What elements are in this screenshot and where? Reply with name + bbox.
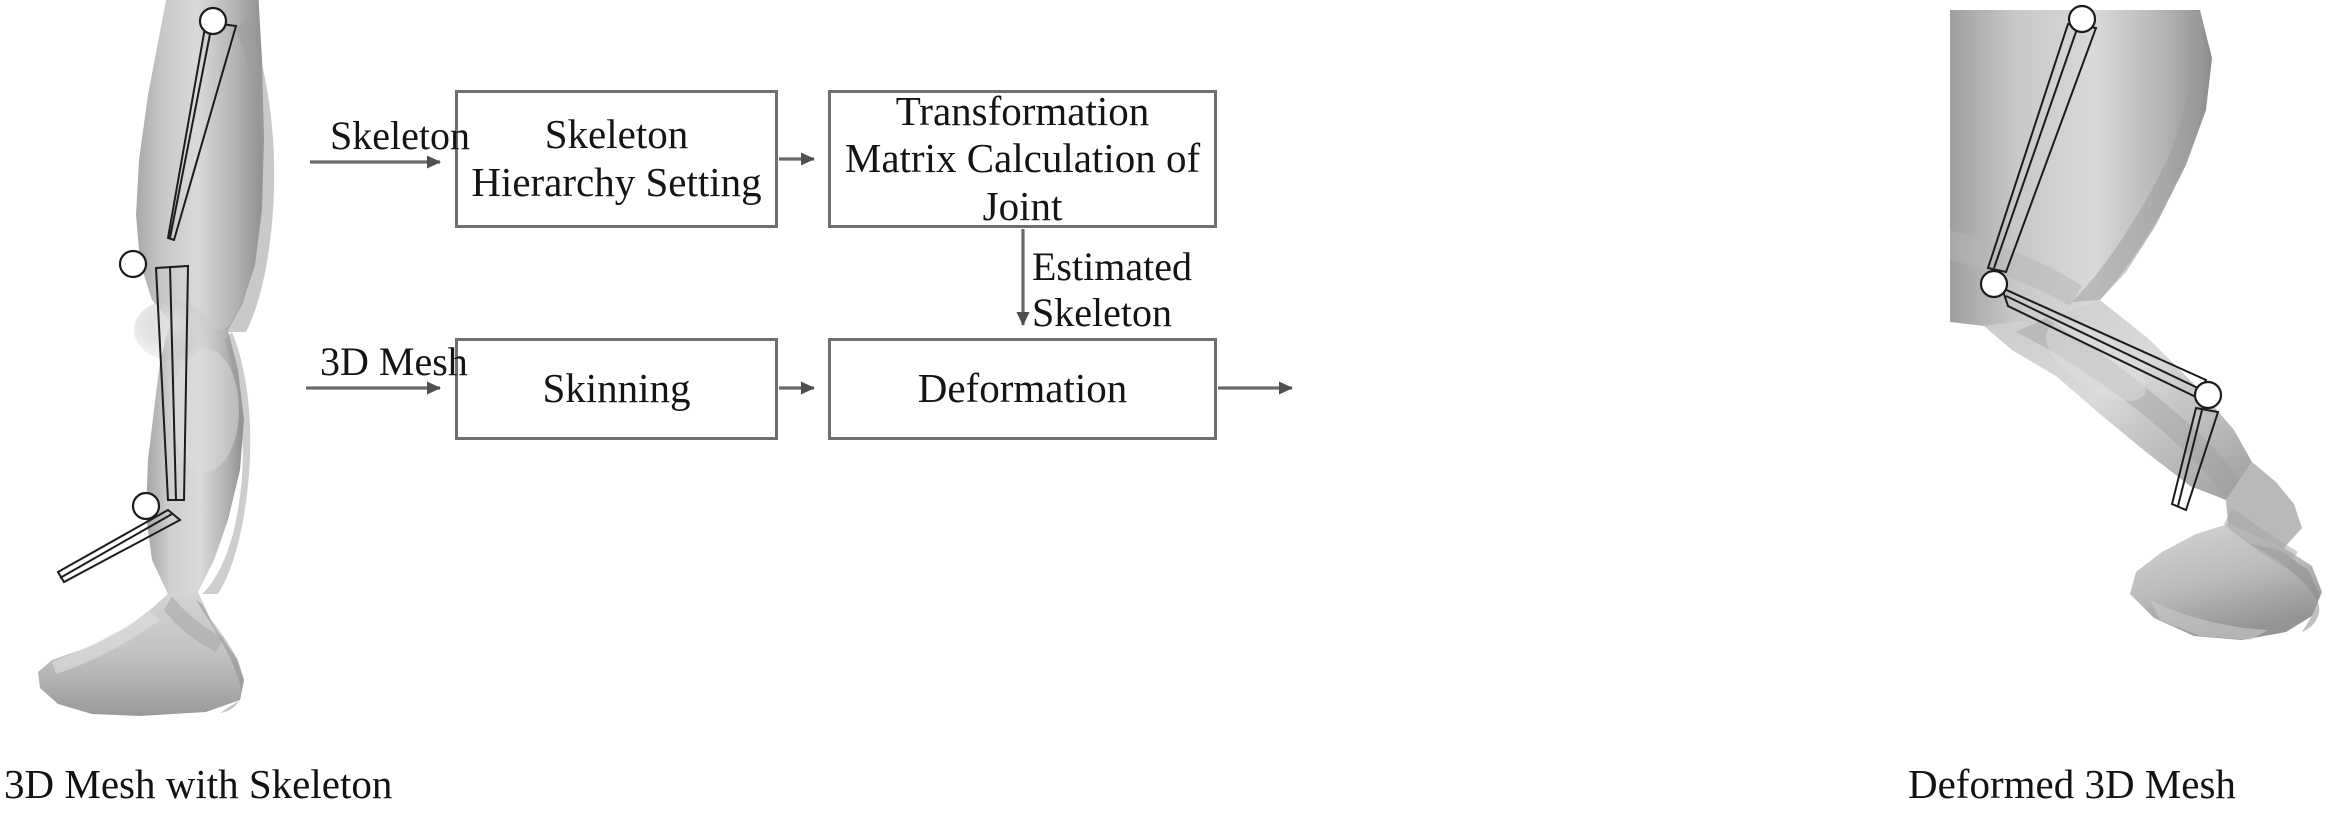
ankle-joint <box>2193 380 2223 410</box>
tibia-axis <box>169 265 177 501</box>
edge-label-estimated-skeleton: Estimated Skeleton <box>1032 244 1192 336</box>
heel-band <box>2224 508 2298 568</box>
heel-shading <box>196 600 244 713</box>
box-deformation[interactable]: Deformation <box>828 338 1217 440</box>
femur-axis <box>169 23 213 239</box>
foot-mesh <box>2130 524 2322 640</box>
edge-label-3d-mesh: 3D Mesh <box>320 339 468 384</box>
edge-label-skeleton: Skeleton <box>330 113 470 158</box>
box-transformation-matrix-label: Transformation Matrix Calculation of Joi… <box>844 87 1201 229</box>
box-skinning[interactable]: Skinning <box>455 338 778 440</box>
box-transformation-matrix-calculation-of-joint[interactable]: Transformation Matrix Calculation of Joi… <box>828 87 1217 229</box>
box-deformation-label: Deformation <box>917 365 1128 412</box>
box-skinning-label: Skinning <box>542 365 691 412</box>
knee-joint <box>118 249 148 279</box>
calf-highlight <box>171 348 239 472</box>
toe-highlight <box>2150 600 2268 640</box>
foot-bone <box>56 508 182 584</box>
foot-axis <box>2177 409 2203 507</box>
skeleton-joints <box>118 6 228 521</box>
caption-input-mesh: 3D Mesh with Skeleton <box>4 761 393 807</box>
tibia-bone <box>154 264 190 501</box>
foot-bone <box>2170 406 2220 512</box>
foot-top-highlight <box>52 612 160 674</box>
hip-joint <box>2067 4 2097 34</box>
thigh-rear-shading <box>1950 230 2082 306</box>
output-leg-mesh-figure <box>1950 4 2322 640</box>
caption-output-mesh: Deformed 3D Mesh <box>1908 761 2236 807</box>
input-leg-mesh-figure <box>38 0 275 716</box>
thigh-shading <box>2072 12 2205 302</box>
knee-joint <box>1979 269 2009 299</box>
tibia-axis <box>2005 295 2203 391</box>
box-skeleton-hierarchy-setting-label: Skeleton Hierarchy Setting <box>471 111 762 205</box>
box-skeleton-hierarchy-setting[interactable]: Skeleton Hierarchy Setting <box>455 90 778 228</box>
femur-axis <box>1993 25 2079 269</box>
foot-axis <box>59 513 173 579</box>
foot-mesh <box>38 592 244 716</box>
skeleton-joints <box>1979 4 2223 410</box>
calf-highlight <box>2045 323 2147 401</box>
hip-joint <box>198 6 228 36</box>
calf-shading <box>202 332 251 594</box>
ankle-joint <box>131 491 161 521</box>
thigh-shading <box>222 18 275 332</box>
ankle-band <box>164 596 224 652</box>
thigh-mesh <box>136 0 264 332</box>
